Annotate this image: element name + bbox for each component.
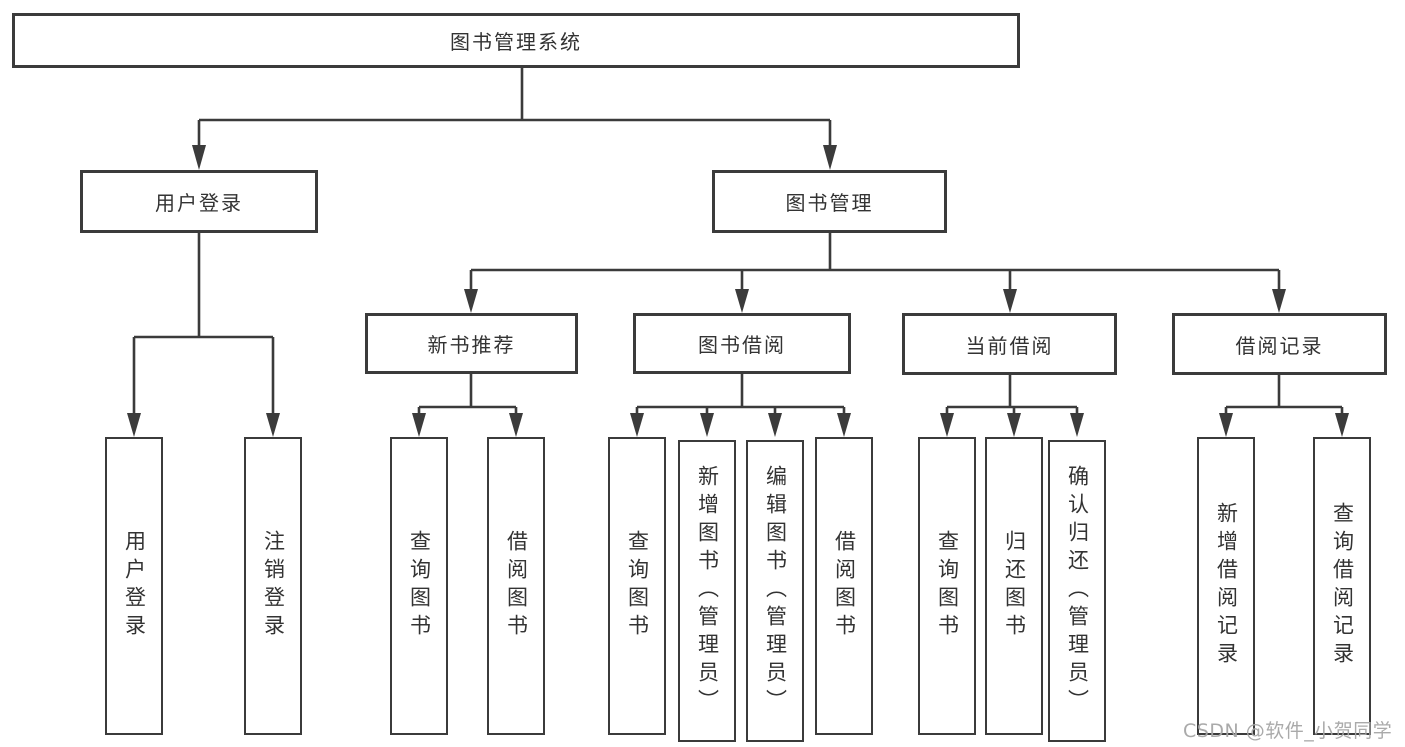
leaf-logout: 注销登录 (244, 437, 302, 735)
node-borrowing-records-label: 借阅记录 (1235, 333, 1324, 358)
leaf-add-books-admin: 新增图书（管理员） (678, 440, 736, 742)
leaf-borrow-books: 借阅图书 (815, 437, 873, 735)
leaf-edit-books-admin-label: 编辑图书（管理员） (763, 465, 788, 717)
node-user-login-label: 用户登录 (155, 191, 243, 215)
leaf-query-books-current-label: 查询图书 (935, 530, 960, 642)
leaf-logout-label: 注销登录 (261, 530, 286, 642)
node-current-borrowing-label: 当前借阅 (965, 333, 1054, 358)
leaf-query-borrow-record-label: 查询借阅记录 (1330, 502, 1355, 670)
leaf-return-books-label: 归还图书 (1002, 530, 1027, 642)
leaf-return-books: 归还图书 (985, 437, 1043, 735)
node-root-system: 图书管理系统 (12, 13, 1020, 68)
leaf-confirm-return-admin: 确认归还（管理员） (1048, 440, 1106, 742)
leaf-query-books-recommend-label: 查询图书 (407, 530, 432, 642)
node-book-borrowing-label: 图书借阅 (698, 333, 786, 357)
leaf-query-books-borrow-label: 查询图书 (625, 530, 650, 642)
leaf-query-books-recommend: 查询图书 (390, 437, 448, 735)
leaf-borrow-books-recommend-label: 借阅图书 (504, 530, 529, 642)
leaf-query-books-borrow: 查询图书 (608, 437, 666, 735)
node-current-borrowing: 当前借阅 (902, 313, 1117, 375)
node-user-login-module: 用户登录 (80, 170, 318, 233)
node-borrowing-records: 借阅记录 (1172, 313, 1387, 375)
leaf-confirm-return-admin-label: 确认归还（管理员） (1065, 465, 1090, 717)
leaf-query-books-current: 查询图书 (918, 437, 976, 735)
arrowheads (127, 145, 1349, 437)
leaf-user-login: 用户登录 (105, 437, 163, 735)
csdn-watermark: CSDN @软件_小贺同学 (1183, 720, 1393, 742)
node-book-management-label: 图书管理 (785, 191, 874, 215)
leaf-edit-books-admin: 编辑图书（管理员） (746, 440, 804, 742)
leaf-add-books-admin-label: 新增图书（管理员） (695, 465, 720, 717)
node-book-borrowing: 图书借阅 (633, 313, 851, 374)
node-new-book-recommend-label: 新书推荐 (427, 333, 516, 357)
node-new-book-recommend: 新书推荐 (365, 313, 578, 374)
leaf-add-borrow-record-label: 新增借阅记录 (1214, 502, 1239, 670)
leaf-borrow-books-label: 借阅图书 (832, 530, 857, 642)
leaf-query-borrow-record: 查询借阅记录 (1313, 437, 1371, 735)
node-root-label: 图书管理系统 (450, 30, 582, 54)
leaf-add-borrow-record: 新增借阅记录 (1197, 437, 1255, 735)
leaf-borrow-books-recommend: 借阅图书 (487, 437, 545, 735)
leaf-user-login-label: 用户登录 (122, 530, 147, 642)
node-book-management-module: 图书管理 (712, 170, 947, 233)
